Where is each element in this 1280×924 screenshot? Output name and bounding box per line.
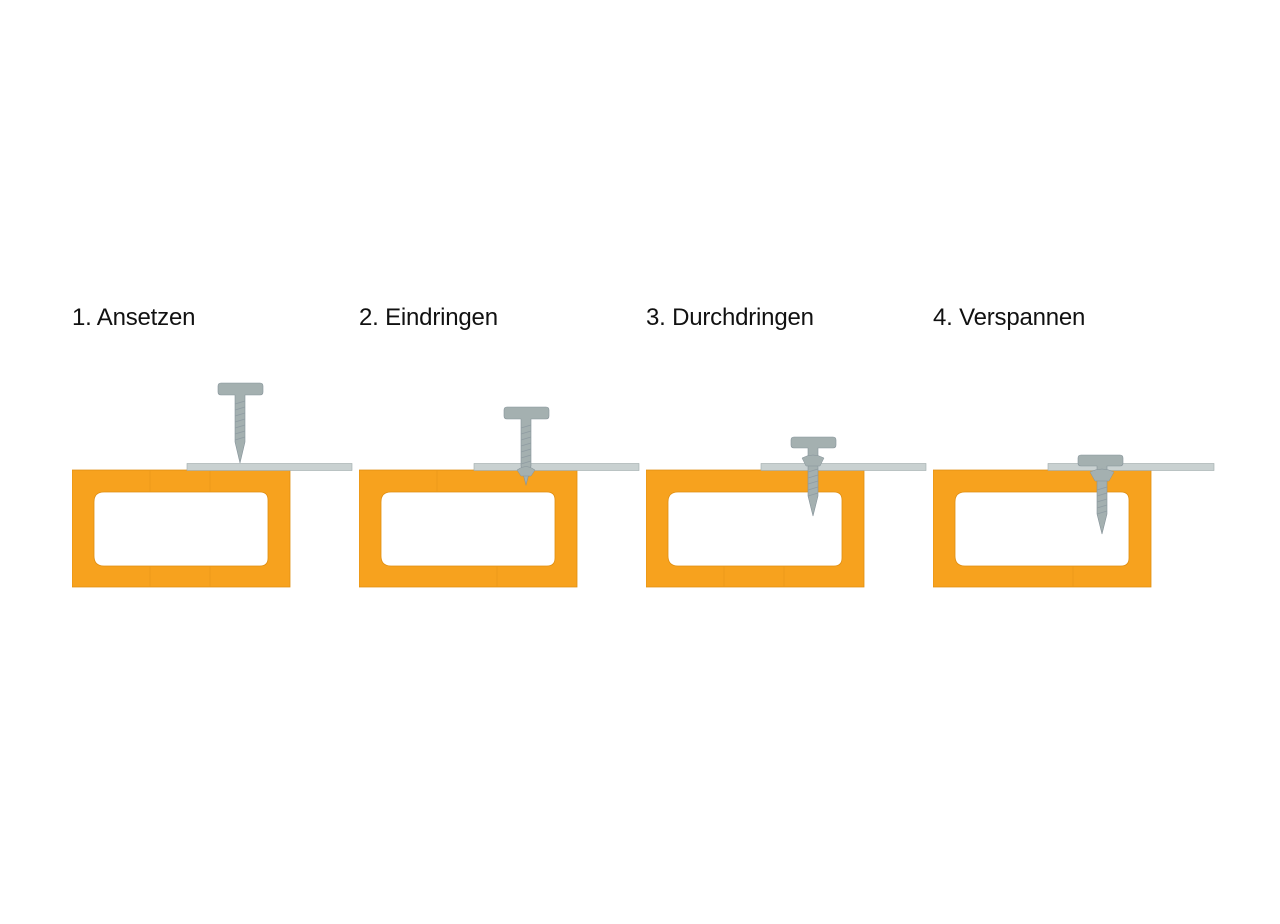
step-label: Eindringen (385, 304, 498, 331)
step-title: 3. Durchdringen (646, 304, 814, 332)
screw (217, 382, 264, 464)
metal-sheet (760, 463, 927, 471)
step-verspannen: 4. Verspannen (933, 300, 1223, 600)
step-eindringen: 2. Eindringen (359, 300, 649, 600)
screw (790, 436, 837, 517)
hollow-profile (72, 469, 291, 588)
step-title: 4. Verspannen (933, 304, 1085, 332)
hollow-profile (359, 469, 578, 588)
metal-sheet (186, 463, 353, 471)
hollow-profile (933, 469, 1152, 588)
step-title: 1. Ansetzen (72, 304, 195, 332)
step-title: 2. Eindringen (359, 304, 498, 332)
screw (1077, 454, 1124, 535)
step-ansetzen: 1. Ansetzen (72, 300, 362, 600)
screw (503, 406, 550, 487)
step-number: 4. (933, 304, 953, 331)
step-label: Durchdringen (672, 304, 814, 331)
step-illustration (359, 406, 640, 588)
step-label: Verspannen (959, 304, 1086, 331)
metal-sheet (1047, 463, 1215, 471)
step-illustration (933, 454, 1215, 588)
step-illustration (72, 382, 353, 588)
metal-sheet (473, 463, 640, 471)
hollow-profile (646, 469, 865, 588)
step-illustration (646, 436, 927, 588)
step-number: 1. (72, 304, 92, 331)
step-label: Ansetzen (96, 304, 196, 331)
step-number: 2. (359, 304, 379, 331)
step-durchdringen: 3. Durchdringen (646, 300, 936, 600)
step-number: 3. (646, 304, 666, 331)
